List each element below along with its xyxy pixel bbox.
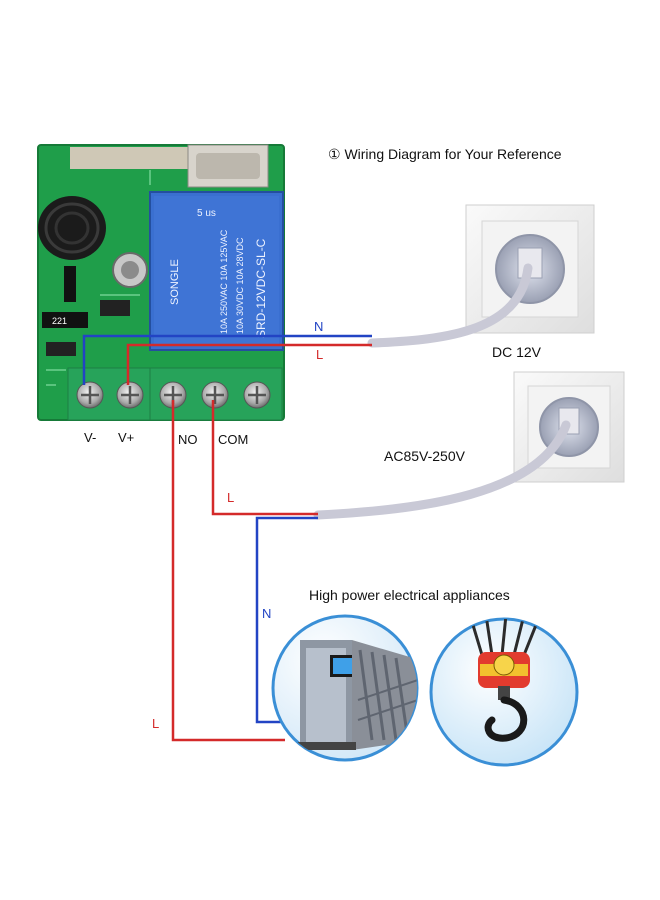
wire-dc-neutral [82, 334, 372, 385]
screw-v-plus[interactable] [116, 381, 144, 409]
terminal-label-no: NO [178, 432, 198, 447]
wire-dc-live [126, 343, 372, 385]
ic-chip [64, 266, 76, 302]
screw-no[interactable] [159, 381, 187, 409]
relay-model: SRD-12VDC-SL-C [254, 238, 268, 338]
relay: SRD-12VDC-SL-C 10A 30VDC 10A 28VDC 10A 2… [149, 191, 284, 351]
crane-appliance-image [429, 617, 579, 767]
ac-power-cable [313, 420, 571, 520]
wire-label-n-mid: N [262, 606, 272, 621]
gate-appliance-image [271, 614, 419, 762]
ac-source-label: AC85V-250V [384, 448, 465, 464]
appliances-caption: High power electrical appliances [309, 587, 510, 603]
terminal-label-v-minus: V- [84, 430, 97, 445]
antenna-coil [38, 196, 106, 260]
terminal-label-com: COM [218, 432, 249, 447]
wire-ac-neutral [255, 516, 318, 724]
wire-label-l-top: L [316, 347, 324, 362]
screw-nc[interactable] [243, 381, 271, 409]
board-marking: 221 [52, 316, 67, 326]
relay-rating-1: 10A 250VAC 10A 125VAC [219, 229, 229, 334]
wire-label-l-bottom: L [152, 716, 160, 731]
screw-com[interactable] [201, 381, 229, 409]
screw-v-minus[interactable] [76, 381, 104, 409]
wire-no-live [171, 400, 285, 742]
wire-ac-live-com [211, 400, 318, 516]
relay-rating-2: 10A 30VDC 10A 28VDC [235, 237, 245, 334]
relay-brand: SONGLE [169, 259, 181, 305]
relay-mark: 5 us [197, 208, 216, 219]
page-title: ① Wiring Diagram for Your Reference [328, 146, 562, 162]
terminal-label-v-plus: V+ [118, 430, 135, 445]
wire-label-l-com: L [227, 490, 235, 505]
antenna-strip [70, 147, 190, 169]
wire-label-n-top: N [314, 319, 324, 334]
dc-power-cable [367, 263, 533, 348]
dc-source-label: DC 12V [492, 344, 542, 360]
